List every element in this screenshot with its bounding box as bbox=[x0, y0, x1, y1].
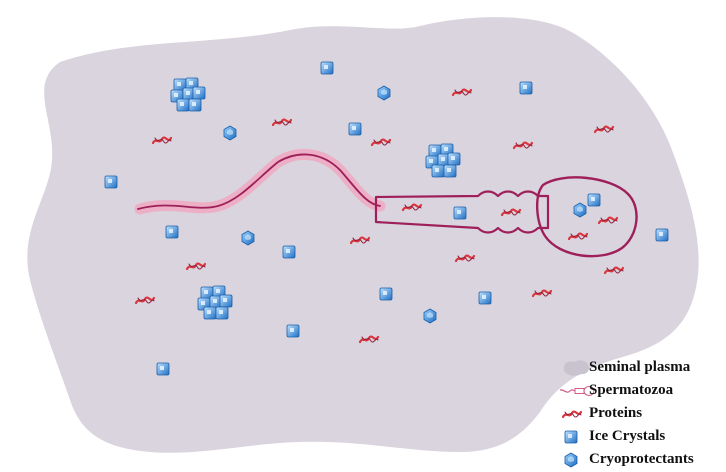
legend: Seminal plasma Spermatozoa Proteins Ice … bbox=[560, 357, 726, 472]
ice-crystal bbox=[286, 324, 300, 338]
ice-crystal bbox=[519, 81, 533, 95]
ice-crystal bbox=[478, 291, 492, 305]
legend-label-cryoprotectants: Cryoprotectants bbox=[589, 451, 694, 467]
ice-crystal bbox=[655, 228, 669, 242]
sperm-icon bbox=[560, 385, 594, 397]
legend-item-proteins: Proteins bbox=[560, 403, 726, 426]
blob-icon bbox=[563, 360, 590, 376]
ice-crystal bbox=[156, 362, 170, 376]
sperm-head bbox=[536, 176, 638, 258]
sperm-tail bbox=[137, 153, 381, 210]
legend-item-ice-crystals: Ice Crystals bbox=[560, 426, 726, 449]
seminal-plasma-blob bbox=[27, 17, 699, 453]
ice-crystal bbox=[320, 61, 334, 75]
legend-item-cryoprotectants: Cryoprotectants bbox=[560, 449, 726, 472]
ice-crystal bbox=[165, 225, 179, 239]
cryoprotectant bbox=[573, 202, 587, 218]
legend-label-ice-crystals: Ice Crystals bbox=[589, 428, 666, 444]
legend-label-seminal-plasma: Seminal plasma bbox=[589, 359, 691, 375]
ice-crystal bbox=[453, 206, 467, 220]
cryoprotectant bbox=[423, 308, 437, 324]
ice-crystal bbox=[379, 287, 393, 301]
legend-item-seminal-plasma: Seminal plasma bbox=[560, 357, 726, 380]
cryoprotectant bbox=[377, 85, 391, 101]
ice-crystal bbox=[282, 245, 296, 259]
legend-item-spermatozoa: Spermatozoa bbox=[560, 380, 726, 403]
cryoprotectant bbox=[241, 230, 255, 246]
ice-crystal bbox=[348, 122, 362, 136]
ice-crystal bbox=[104, 175, 118, 189]
ice-crystal bbox=[587, 193, 601, 207]
legend-label-spermatozoa: Spermatozoa bbox=[589, 382, 674, 398]
cryoprotectant bbox=[223, 125, 237, 141]
spermatozoon bbox=[134, 148, 638, 258]
sperm-midpiece bbox=[374, 190, 550, 234]
legend-label-proteins: Proteins bbox=[589, 405, 643, 421]
